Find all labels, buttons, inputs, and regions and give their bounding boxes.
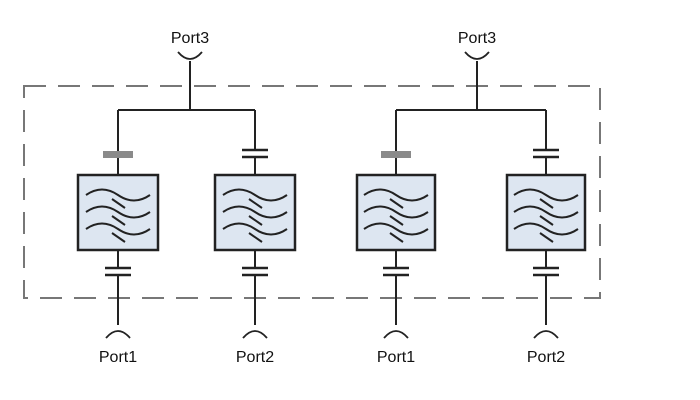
port1-antenna-icon	[383, 330, 409, 339]
port1-label: Port1	[99, 349, 137, 366]
capacitor-icon	[242, 266, 268, 277]
shunt-element-icon	[381, 151, 411, 158]
filter-1b	[213, 173, 297, 252]
port3-antenna-icon	[177, 51, 203, 60]
capacitor-icon	[533, 148, 559, 159]
capacitor-icon	[533, 266, 559, 277]
package-boundary	[23, 85, 601, 299]
port3-label: Port3	[171, 30, 209, 47]
filter-1a	[76, 173, 160, 252]
capacitor-icon	[242, 148, 268, 159]
port2-antenna-icon	[242, 330, 268, 339]
port2-antenna-icon	[533, 330, 559, 339]
port2-label: Port2	[527, 349, 565, 366]
circuit-1: Port3 Port1	[76, 30, 297, 366]
shunt-element-icon	[103, 151, 133, 158]
port2-label: Port2	[236, 349, 274, 366]
capacitor-icon	[105, 266, 131, 277]
filter-2b	[505, 173, 587, 252]
port3-label: Port3	[458, 30, 496, 47]
port3-antenna-icon	[464, 51, 490, 60]
filter-2a	[355, 173, 437, 252]
port1-label: Port1	[377, 349, 415, 366]
circuit-2: Port3 Port1	[355, 30, 587, 366]
port1-antenna-icon	[105, 330, 131, 339]
capacitor-icon	[383, 266, 409, 277]
